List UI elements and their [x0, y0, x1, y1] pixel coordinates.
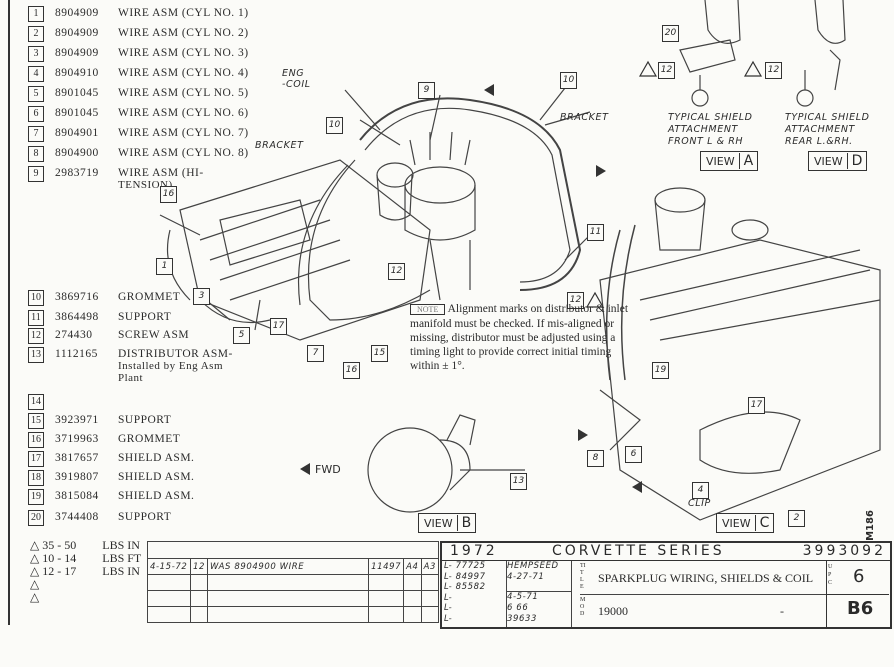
callout: 3 [193, 288, 210, 305]
upc-value: 6 [853, 566, 865, 587]
callout: 4 [692, 482, 709, 499]
callout: 12 [658, 62, 675, 79]
drawing-number: 3993092 [802, 543, 886, 559]
bracket-label: BRACKET [560, 112, 609, 123]
torque-row: △ [30, 577, 40, 591]
sa-value: B6 [847, 598, 874, 619]
clip-label: CLIP [688, 498, 711, 509]
callout: 12 [765, 62, 782, 79]
callout: 15 [371, 345, 388, 362]
series: CORVETTE SERIES [552, 543, 725, 559]
callout: 10 [326, 117, 343, 134]
eng-coil-label: ENG-COIL [282, 68, 311, 90]
callout: 2 [788, 510, 805, 527]
model-number: 19000 [598, 604, 628, 618]
callout: 6 [625, 446, 642, 463]
callout: 10 [560, 72, 577, 89]
callout: 16 [160, 186, 177, 203]
callout: 19 [652, 362, 669, 379]
bracket-label: BRACKET [255, 140, 304, 151]
callout: 11 [587, 224, 604, 241]
callout: 16 [343, 362, 360, 379]
callout: 12 [388, 263, 405, 280]
callout: 12 [567, 292, 584, 309]
ignition-coil [376, 162, 414, 188]
page-border [8, 0, 10, 625]
callout: 17 [748, 397, 765, 414]
callout: 1 [156, 258, 173, 275]
bracket-rear [814, 0, 846, 44]
bracket-front [704, 0, 741, 44]
distributor-cap-view-b [367, 427, 453, 513]
torque-row: △ [30, 590, 40, 604]
year: 1972 [450, 543, 498, 559]
callout: 9 [418, 82, 435, 99]
drawing-title: SPARKPLUG WIRING, SHIELDS & COIL [598, 571, 814, 585]
callout: 8 [587, 450, 604, 467]
alignment-note: NOTE Alignment marks on distributor & in… [410, 303, 629, 372]
engine-right-outline [599, 239, 881, 521]
distributor-cap [404, 166, 476, 204]
callout: 5 [233, 327, 250, 344]
code-label: M186 [864, 510, 876, 541]
callout: 20 [662, 25, 679, 42]
callout: 17 [270, 318, 287, 335]
fwd-label: FWD [315, 463, 341, 476]
fwd-arrow [300, 463, 310, 475]
callout: 7 [307, 345, 324, 362]
callout: 13 [510, 473, 527, 490]
